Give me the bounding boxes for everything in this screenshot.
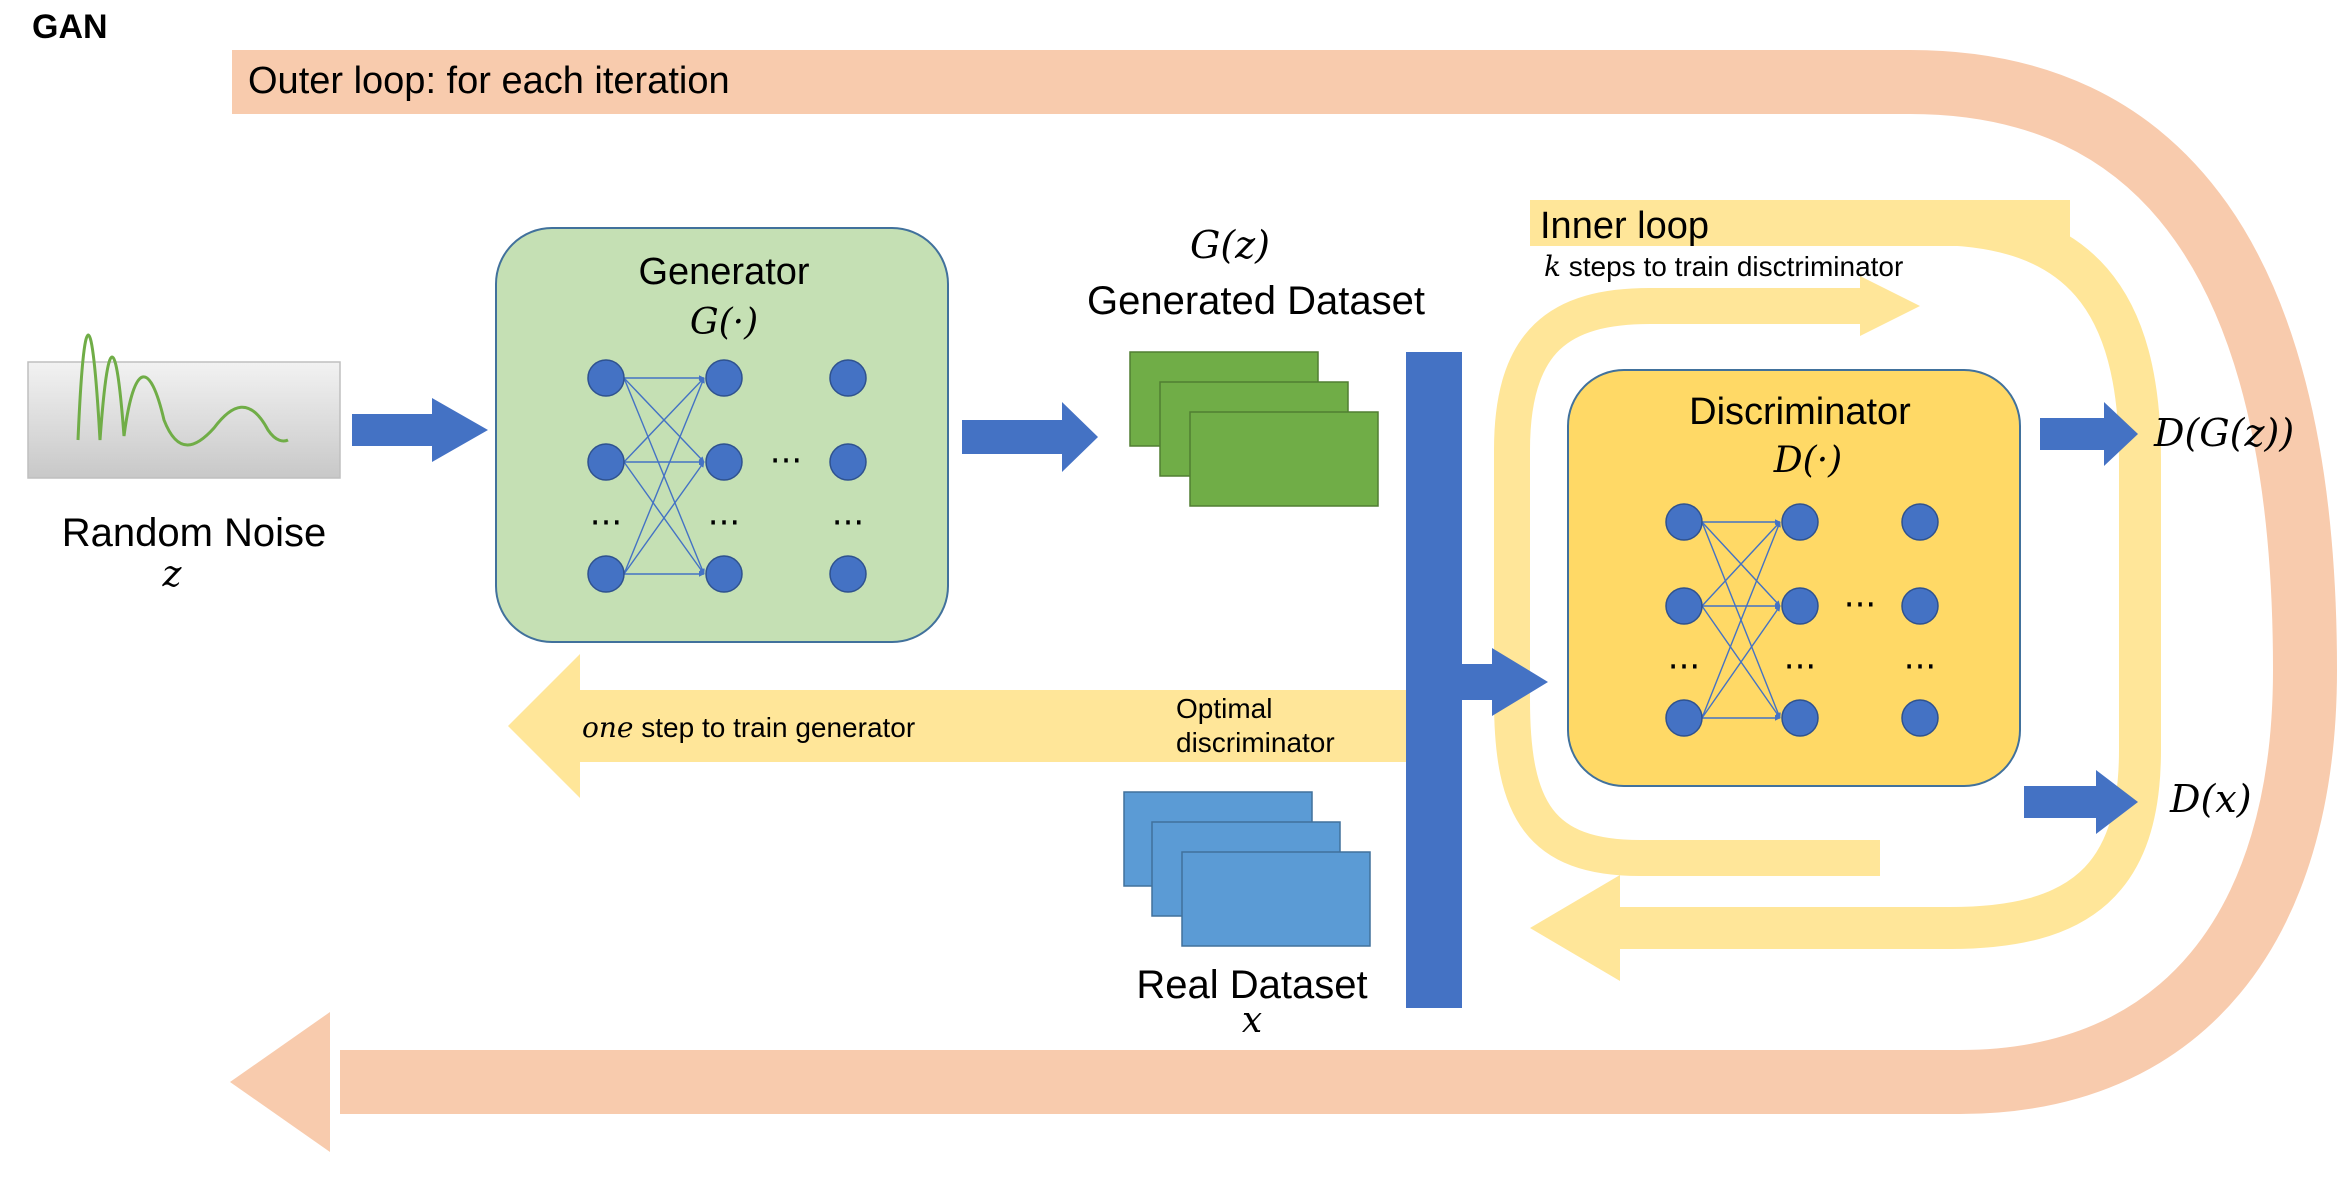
real-output-arrow: [2024, 770, 2138, 834]
generator-connection: [623, 461, 705, 575]
generated-var: G(z): [1190, 223, 1270, 267]
inner-loop-arrowhead-top: [1860, 276, 1920, 336]
generator-box: [495, 227, 949, 643]
generator-node: [829, 359, 867, 397]
discriminator-node: [1665, 587, 1703, 625]
inner-loop-label: Inner loop: [1540, 205, 1709, 247]
random-noise-label: Random Noise: [62, 511, 327, 555]
discriminator-node: [1901, 503, 1939, 541]
merge-to-discriminator-arrow: [1462, 648, 1548, 716]
fake-output-arrow: [2040, 402, 2138, 466]
generator-node: [705, 555, 743, 593]
discriminator-label: Discriminator: [1689, 391, 1911, 433]
optimal-discriminator-line2: discriminator: [1176, 727, 1335, 758]
noise-to-generator-arrow: [352, 398, 488, 462]
generator-node: [587, 359, 625, 397]
outer-loop-label: Outer loop: for each iteration: [248, 60, 730, 102]
optimal-discriminator-line1: Optimal: [1176, 693, 1272, 724]
discriminator-node: [1901, 699, 1939, 737]
generator-connection: [623, 377, 705, 575]
discriminator-node: [1901, 587, 1939, 625]
generator-network: ··· ··· ··· ···: [587, 359, 867, 593]
generator-label: Generator: [638, 251, 809, 293]
generator-step-band: [508, 654, 1410, 798]
discriminator-node: [1781, 699, 1819, 737]
inner-loop-k: k: [1544, 250, 1561, 283]
outer-loop-arrowhead: [230, 1012, 330, 1152]
discriminator-connection: [1701, 521, 1781, 607]
real-dataset-var: x: [1242, 1000, 1262, 1041]
inner-loop-arrowhead-bottom: [1530, 875, 1620, 981]
generator-node: [829, 555, 867, 593]
diagram-title: GAN: [32, 8, 108, 46]
generator-node: [705, 359, 743, 397]
discriminator-ellipsis: ···: [1844, 585, 1876, 625]
discriminator-node: [1665, 699, 1703, 737]
real-dataset-label: Real Dataset: [1136, 963, 1367, 1007]
generator-ellipsis: ···: [832, 503, 864, 543]
generator-ellipsis: ···: [590, 503, 622, 543]
discriminator-node: [1781, 503, 1819, 541]
discriminator-node: [1665, 503, 1703, 541]
discriminator-node: [1781, 587, 1819, 625]
fake-output-label: D(G(z)): [2153, 411, 2294, 455]
random-noise-image: [27, 333, 341, 479]
generator-step-arrowhead: [508, 654, 580, 798]
merge-bar: [1406, 352, 1462, 1008]
inner-loop-sublabel: k steps to train disctriminator: [1544, 250, 1903, 283]
generator-node: [587, 555, 625, 593]
generator-connection: [623, 377, 705, 463]
discriminator-box: [1567, 369, 2021, 787]
generator-ellipsis: ···: [708, 503, 740, 543]
discriminator-ellipsis: ···: [1668, 647, 1700, 687]
real-output-label: D(x): [2169, 777, 2252, 821]
inner-loop-steps-text: steps to train disctriminator: [1561, 251, 1903, 282]
random-noise-var: z: [162, 554, 183, 595]
real-dataset-stack: [1123, 791, 1371, 947]
generated-dataset-label: Generated Dataset: [1087, 279, 1425, 323]
outer-loop-band: [230, 49, 2338, 1152]
generator-node: [705, 443, 743, 481]
inner-loop-band: [1494, 200, 2161, 981]
generator-node: [587, 443, 625, 481]
generator-to-dataset-arrow: [962, 402, 1098, 472]
generated-dataset-stack: [1129, 351, 1379, 507]
generator-node: [829, 443, 867, 481]
discriminator-connection: [1701, 605, 1781, 719]
discriminator-network: ··· ··· ··· ···: [1665, 503, 1939, 737]
generator-fn: G(·): [690, 302, 758, 343]
generator-ellipsis: ···: [770, 441, 802, 481]
discriminator-ellipsis: ···: [1904, 647, 1936, 687]
discriminator-fn: D(·): [1773, 440, 1842, 481]
generator-step-rest: step to train generator: [633, 712, 915, 743]
discriminator-ellipsis: ···: [1784, 647, 1816, 687]
generator-step-label: one step to train generator: [582, 711, 915, 744]
discriminator-connection: [1701, 521, 1781, 719]
generator-step-one: one: [582, 711, 633, 744]
